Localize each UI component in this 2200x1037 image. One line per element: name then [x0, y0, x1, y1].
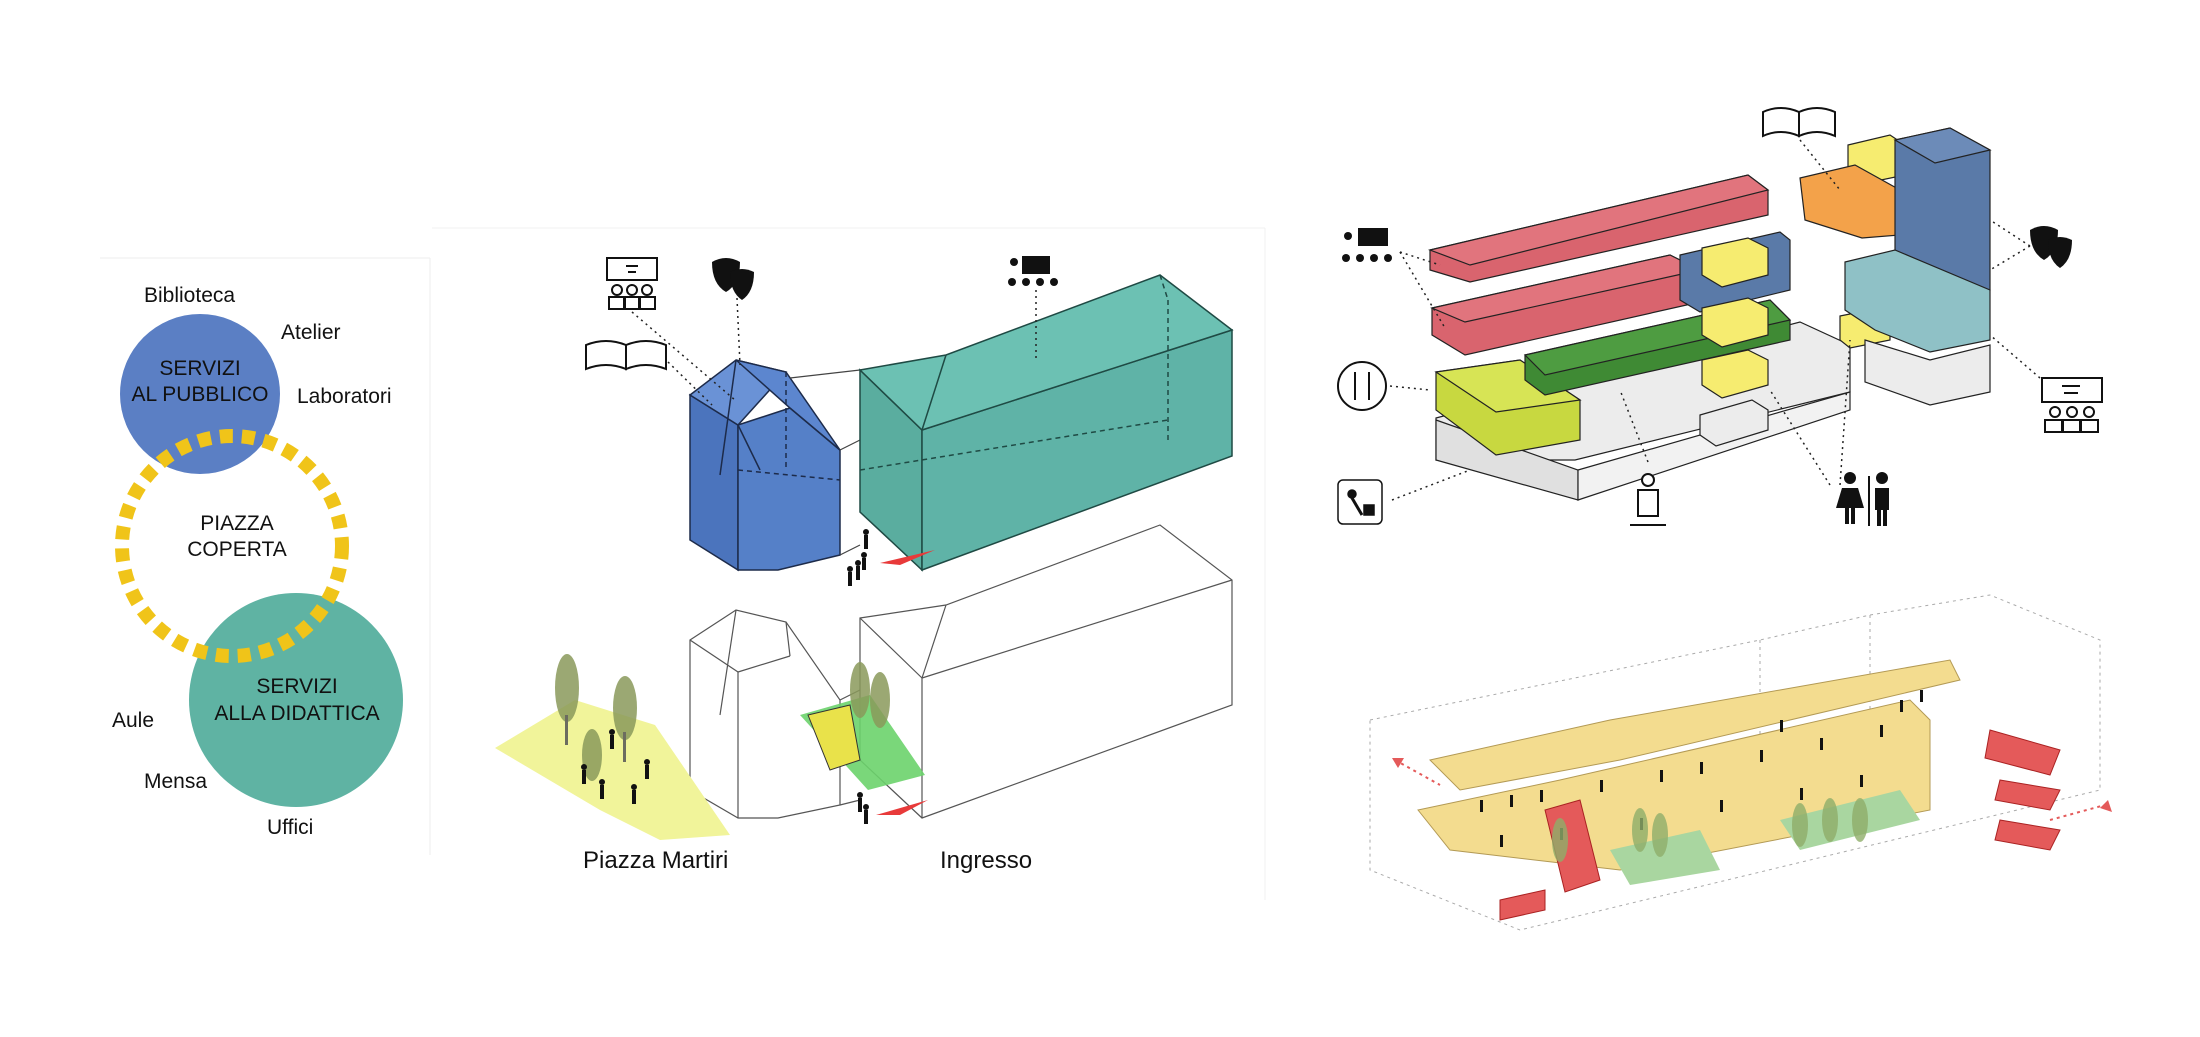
- staff-person-icon: [1630, 473, 1666, 526]
- concept-diagram: SERVIZI AL PUBBLICO PIAZZA COPERTA SERVI…: [100, 257, 431, 855]
- stairs: [1499, 729, 2061, 921]
- blue-volume-library: [688, 359, 841, 572]
- didactic-services-circle: [189, 593, 403, 807]
- public-circle-line2: AL PUBBLICO: [132, 383, 269, 406]
- circulation-trees: [1552, 798, 1868, 862]
- label-atelier: Atelier: [281, 321, 341, 344]
- dining-icon: [1337, 361, 1387, 411]
- label-laboratori: Laboratori: [297, 385, 392, 408]
- yellow-cube-1: [1701, 237, 1769, 288]
- public-circle-line1: SERVIZI: [159, 357, 240, 380]
- auditorium-icon: [2041, 377, 2103, 433]
- teal-volume-classrooms: [858, 274, 1234, 572]
- exit-arrows: [1394, 759, 2106, 821]
- light-teal-block: [1844, 249, 1991, 353]
- teacher-class-icon: [1342, 228, 1392, 262]
- piazza-circle-line1: PIAZZA: [200, 512, 274, 535]
- wireframe-buildings: [689, 524, 1233, 819]
- yellow-cube-2: [1701, 297, 1769, 348]
- auditorium-icon: [606, 257, 658, 310]
- site-diagram: Piazza Martiri Ingresso: [432, 227, 1266, 900]
- service-trolley-icon: [1337, 479, 1383, 525]
- grey-right-block: [1864, 339, 1991, 406]
- book-icon: [585, 340, 667, 371]
- grey-cube: [1699, 399, 1769, 447]
- green-area-right: [1780, 790, 1920, 850]
- book-icon: [1762, 107, 1836, 138]
- label-aule: Aule: [112, 709, 154, 732]
- entrance-arrow-upper: [880, 550, 935, 565]
- teacher-class-icon: [1008, 256, 1058, 286]
- circulation-axonometric: [1369, 594, 2112, 931]
- label-uffici: Uffici: [267, 816, 313, 839]
- covered-square-steps: [807, 704, 861, 771]
- label-biblioteca: Biblioteca: [144, 284, 235, 307]
- people-upper: [847, 529, 869, 586]
- didactic-circle-line1: SERVIZI: [256, 675, 337, 698]
- theatre-masks-icon: [712, 258, 754, 300]
- theatre-masks-icon: [2030, 226, 2072, 268]
- label-mensa: Mensa: [144, 770, 207, 793]
- program-axonometric: [1337, 107, 2103, 526]
- people-square: [581, 729, 869, 824]
- entrance-arrow-lower: [876, 800, 928, 815]
- label-piazza-martiri: Piazza Martiri: [583, 847, 728, 874]
- floor-level-2: [1429, 659, 1961, 791]
- yellow-cube-3: [1701, 349, 1769, 399]
- piazza-circle-line2: COPERTA: [187, 538, 287, 561]
- covered-square-circle: [115, 429, 349, 663]
- public-services-circle: [120, 314, 280, 474]
- piazza-martiri-area: [495, 700, 730, 840]
- label-ingresso: Ingresso: [940, 847, 1032, 874]
- didactic-circle-line2: ALLA DIDATTICA: [214, 702, 379, 725]
- trees: [555, 654, 890, 781]
- green-area-lower: [1610, 830, 1720, 885]
- restroom-icon: [1836, 472, 1889, 526]
